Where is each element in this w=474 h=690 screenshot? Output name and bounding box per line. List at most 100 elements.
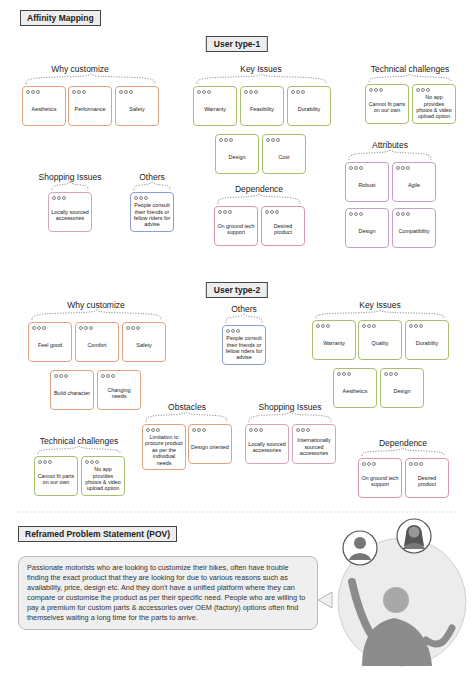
group-heading: Technical challenges: [40, 436, 118, 446]
note-dot: [231, 329, 235, 333]
sticky-note: People consult their friends or fellow r…: [222, 325, 266, 365]
note-dot: [259, 428, 263, 432]
note-dot: [226, 329, 230, 333]
sticky-note: Cannot fit parts on our own: [34, 456, 78, 496]
node-text: Performance: [71, 106, 109, 112]
node-text: Changing needs: [100, 387, 138, 400]
note-dot: [249, 428, 253, 432]
node-text: People consult their friends or fellow r…: [133, 202, 171, 228]
note-dot: [296, 428, 300, 432]
node-text: On ground tech support: [217, 223, 255, 236]
sticky-note: Design oriented: [188, 424, 232, 464]
avatar-body: [403, 543, 425, 549]
group-heading: Shopping Issues: [259, 402, 322, 412]
group-bracket: [362, 448, 444, 456]
note-dot: [270, 210, 274, 214]
note-dot: [119, 90, 123, 94]
node-text: Cannot fit parts on our own: [368, 101, 406, 114]
sticky-note: People consult their friends or fellow r…: [130, 192, 174, 232]
node-text: Cost: [265, 154, 303, 160]
note-dot: [354, 166, 358, 170]
person-head: [383, 587, 409, 613]
note-dot: [406, 212, 410, 216]
sticky-note: Design: [380, 368, 424, 408]
note-dot: [347, 372, 351, 376]
note-dot: [266, 138, 270, 142]
note-dot: [369, 88, 373, 92]
note-dot: [301, 428, 305, 432]
note-dot: [84, 326, 88, 330]
sticky-note: No app provides photos & video upload op…: [412, 84, 456, 124]
note-dot: [52, 196, 56, 200]
avatar-body: [349, 553, 371, 560]
note-dot: [129, 90, 133, 94]
note-dot: [275, 210, 279, 214]
note-dot: [207, 90, 211, 94]
note-dot: [111, 374, 115, 378]
note-dot: [372, 324, 376, 328]
node-text: Compatibility: [395, 228, 433, 234]
person-arm: [352, 582, 372, 636]
sticky-note: Design: [215, 134, 259, 174]
group-bracket: [38, 446, 120, 454]
sticky-note: Warranty: [312, 320, 356, 360]
note-dot: [236, 329, 240, 333]
sticky-note: Desired product: [405, 458, 449, 498]
node-text: Design: [218, 154, 256, 160]
note-dot: [394, 372, 398, 376]
note-dot: [90, 460, 94, 464]
node-text: Locally sourced accessories: [248, 441, 286, 454]
avatar-head: [409, 527, 420, 538]
note-dot: [156, 428, 160, 432]
sticky-note: On ground tech support: [214, 206, 258, 246]
sticky-note: Durability: [405, 320, 449, 360]
section-label: Reframed Problem Statement (POV): [18, 526, 177, 542]
group-heading: Dependence: [379, 438, 427, 448]
note-dot: [202, 428, 206, 432]
group-bracket: [218, 194, 300, 204]
avatar-hair: [404, 525, 424, 546]
section-header: User type-2: [206, 282, 268, 298]
sticky-note: Feel good: [28, 322, 72, 362]
note-dot: [321, 324, 325, 328]
note-dot: [131, 326, 135, 330]
node-text: Quality: [361, 340, 399, 346]
sticky-note: Locally sourced accessories: [245, 424, 289, 464]
group-bracket: [316, 310, 444, 318]
group-bracket: [197, 74, 326, 84]
note-dot: [197, 428, 201, 432]
note-dot: [219, 138, 223, 142]
note-dot: [306, 428, 310, 432]
note-dot: [85, 460, 89, 464]
note-dot: [95, 460, 99, 464]
sticky-note: Agile: [392, 162, 436, 202]
note-dot: [367, 462, 371, 466]
note-dot: [144, 196, 148, 200]
sticky-note: Comfort: [75, 322, 119, 362]
node-text: Feel good: [31, 342, 69, 348]
sticky-note: Changing needs: [97, 370, 141, 410]
group-bracket: [32, 310, 161, 320]
avatar-head: [354, 537, 366, 549]
node-text: No app provides photos & video upload op…: [84, 466, 122, 492]
note-dot: [57, 196, 61, 200]
note-dot: [342, 372, 346, 376]
note-dot: [414, 324, 418, 328]
sticky-note: Compatibility: [392, 208, 436, 248]
node-text: Aesthetics: [25, 106, 63, 112]
note-dot: [192, 428, 196, 432]
note-dot: [362, 462, 366, 466]
node-text: Agile: [395, 182, 433, 188]
note-dot: [396, 212, 400, 216]
note-dot: [419, 462, 423, 466]
note-dot: [42, 326, 46, 330]
note-dot: [26, 90, 30, 94]
note-dot: [62, 196, 66, 200]
note-dot: [316, 324, 320, 328]
node-text: Locally sourced accessories: [51, 209, 89, 222]
note-dot: [374, 88, 378, 92]
sticky-note: Limitation to procure product as per the…: [142, 424, 186, 470]
note-dot: [296, 90, 300, 94]
node-text: User type-1: [214, 39, 260, 49]
